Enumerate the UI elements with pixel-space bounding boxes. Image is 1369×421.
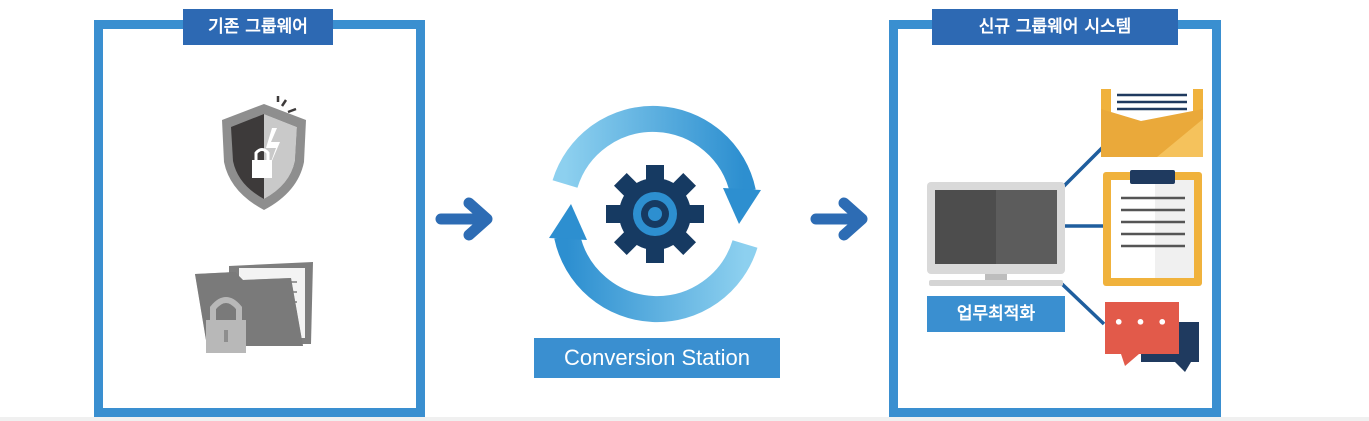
- arrow-right-icon: [435, 197, 493, 241]
- monitor-icon: [927, 182, 1065, 286]
- floor-line: [0, 417, 1369, 421]
- station-label: Conversion Station: [534, 338, 780, 378]
- legacy-title: 기존 그룹웨어: [183, 9, 333, 45]
- connector-lines: [1060, 144, 1106, 326]
- shield-lock-icon: [222, 96, 306, 210]
- newsystem-title: 신규 그룹웨어 시스템: [932, 9, 1178, 45]
- sync-gear-icon: [549, 105, 761, 323]
- work-optimization-label: 업무최적화: [927, 296, 1065, 332]
- document-folder-icon: [1101, 89, 1203, 157]
- chat-bubbles-icon: [1105, 302, 1199, 372]
- arrow-right-icon: [810, 197, 868, 241]
- clipboard-icon: [1103, 170, 1202, 286]
- chat-dots: • • •: [1113, 313, 1171, 332]
- locked-folder-icon: [195, 262, 313, 353]
